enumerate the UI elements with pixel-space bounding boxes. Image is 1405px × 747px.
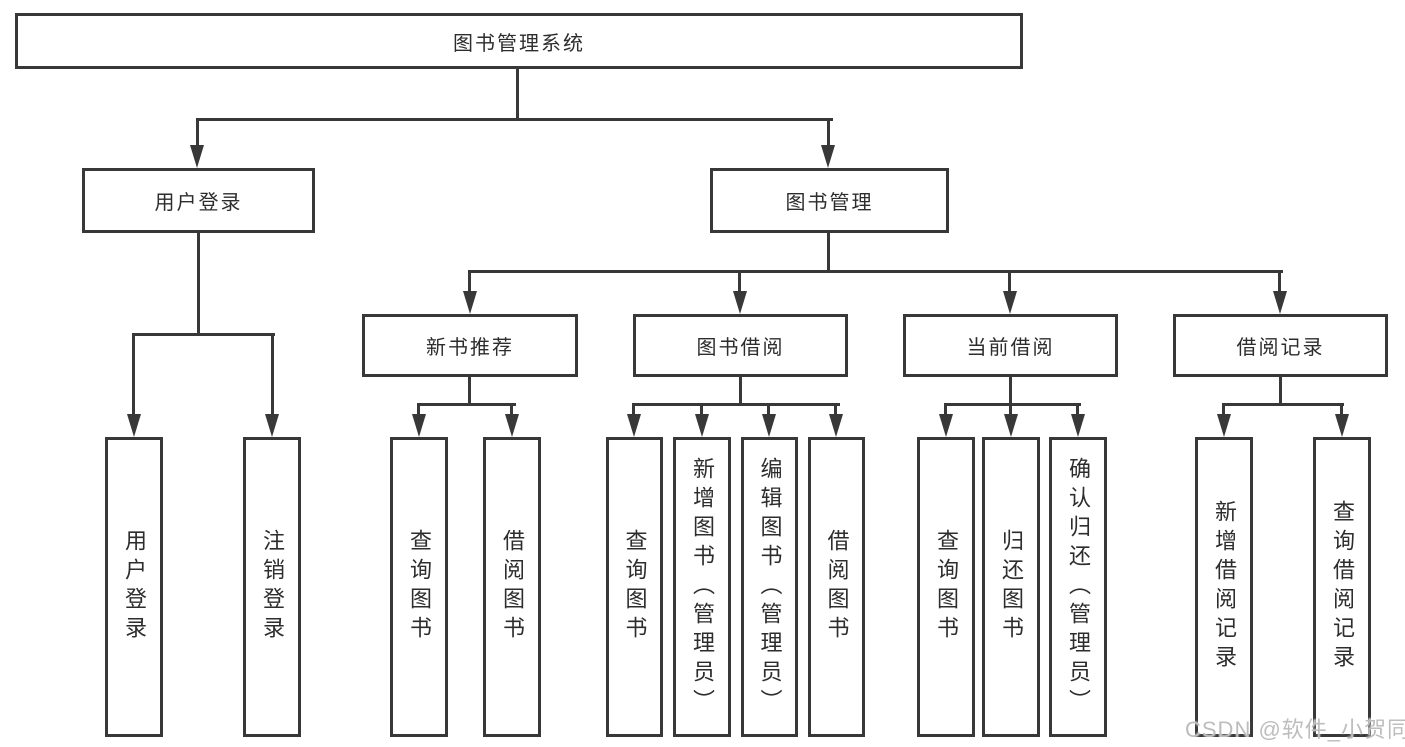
arrowhead-down	[463, 291, 477, 314]
leaf-borrowing-add-books-admin: 新增图书（管理员）	[673, 437, 731, 737]
leaf-borrowing-query-books: 查询图书	[606, 437, 663, 737]
node-label: 图书管理系统	[453, 32, 585, 55]
node-label: 借阅图书	[500, 529, 525, 645]
node-label: 查询图书	[622, 529, 648, 645]
connector-line	[516, 69, 519, 121]
node-label: 编辑图书（管理员）	[757, 456, 783, 718]
connector-line	[132, 336, 135, 416]
leaf-current-query-books: 查询图书	[917, 437, 975, 737]
node-label: 借阅记录	[1236, 337, 1325, 359]
connector-line	[271, 336, 274, 416]
connector-line	[1008, 273, 1011, 293]
arrowhead-down	[1003, 291, 1017, 314]
connector-line	[468, 377, 471, 405]
arrowhead-down	[762, 414, 776, 437]
node-label: 查询借阅记录	[1330, 500, 1355, 674]
connector-line	[944, 403, 1081, 406]
arrowhead-down	[1071, 414, 1085, 437]
connector-line	[197, 233, 200, 336]
arrowhead-down	[265, 414, 279, 437]
leaf-borrowing-edit-books-admin: 编辑图书（管理员）	[741, 437, 798, 737]
connector-line	[834, 406, 837, 416]
node-label: 用户登录	[154, 192, 243, 214]
connector-line	[196, 121, 199, 147]
arrowhead-down	[829, 414, 843, 437]
connector-line	[700, 406, 703, 416]
leaf-recommend-query-books: 查询图书	[390, 437, 448, 737]
node-label: 图书借阅	[696, 337, 785, 359]
connector-line	[417, 403, 516, 406]
arrowhead-down	[733, 291, 747, 314]
connector-line	[468, 273, 471, 293]
connector-line	[1222, 403, 1344, 406]
node-label: 图书管理	[785, 192, 874, 214]
connector-line	[1279, 377, 1282, 405]
arrowhead-down	[127, 414, 141, 437]
arrowhead-down	[505, 414, 519, 437]
csdn-watermark: CSDN @软件_小贺同学	[1185, 717, 1405, 742]
connector-line	[417, 406, 420, 416]
connector-line	[196, 118, 833, 121]
leaf-recommend-borrow-books: 借阅图书	[483, 437, 541, 737]
leaf-records-add-record: 新增借阅记录	[1195, 437, 1253, 737]
leaf-user-login: 用户登录	[105, 437, 163, 737]
arrowhead-down	[190, 145, 204, 168]
connector-line	[1076, 406, 1079, 416]
arrowhead-down	[939, 414, 953, 437]
node-label: 归还图书	[999, 529, 1024, 645]
node-label: 确认归还（管理员）	[1066, 456, 1091, 718]
node-label: 新增图书（管理员）	[690, 456, 715, 718]
node-label: 查询图书	[407, 529, 432, 645]
leaf-current-confirm-return-admin: 确认归还（管理员）	[1049, 437, 1107, 737]
arrowhead-down	[412, 414, 426, 437]
connector-line	[132, 333, 275, 336]
arrowhead-down	[821, 145, 835, 168]
node-label: 新书推荐	[426, 337, 514, 359]
arrowhead-down	[627, 414, 641, 437]
node-user-login: 用户登录	[82, 168, 315, 233]
node-book-borrowing: 图书借阅	[633, 314, 848, 377]
arrowhead-down	[695, 414, 709, 437]
leaf-logout: 注销登录	[243, 437, 301, 737]
node-label: 当前借阅	[966, 337, 1055, 359]
arrowhead-down	[1004, 414, 1018, 437]
connector-line	[632, 403, 840, 406]
node-label: 用户登录	[122, 529, 147, 645]
node-label: 借阅图书	[824, 529, 850, 645]
arrowhead-down	[1217, 414, 1231, 437]
connector-line	[510, 406, 513, 416]
connector-line	[1340, 406, 1343, 416]
node-new-book-recommend: 新书推荐	[362, 314, 578, 377]
connector-line	[1278, 273, 1281, 293]
leaf-records-query-record: 查询借阅记录	[1313, 437, 1371, 737]
node-borrowing-records: 借阅记录	[1173, 314, 1388, 377]
connector-line	[1009, 406, 1012, 416]
connector-line	[1222, 406, 1225, 416]
connector-line	[827, 121, 830, 147]
node-current-borrowing: 当前借阅	[903, 314, 1118, 377]
connector-line	[944, 406, 947, 416]
connector-line	[1009, 377, 1012, 405]
connector-line	[767, 406, 770, 416]
node-label: 查询图书	[934, 529, 959, 645]
node-label: 新增借阅记录	[1212, 500, 1237, 674]
connector-line	[738, 273, 741, 293]
node-label: 注销登录	[260, 529, 285, 645]
connector-line	[739, 377, 742, 405]
node-root-library-system: 图书管理系统	[15, 13, 1023, 69]
leaf-current-return-books: 归还图书	[982, 437, 1040, 737]
node-book-management: 图书管理	[710, 168, 949, 233]
arrowhead-down	[1273, 291, 1287, 314]
connector-line	[827, 233, 830, 272]
leaf-borrowing-borrow-books: 借阅图书	[808, 437, 865, 737]
arrowhead-down	[1335, 414, 1349, 437]
connector-line	[468, 270, 1283, 273]
connector-line	[632, 406, 635, 416]
